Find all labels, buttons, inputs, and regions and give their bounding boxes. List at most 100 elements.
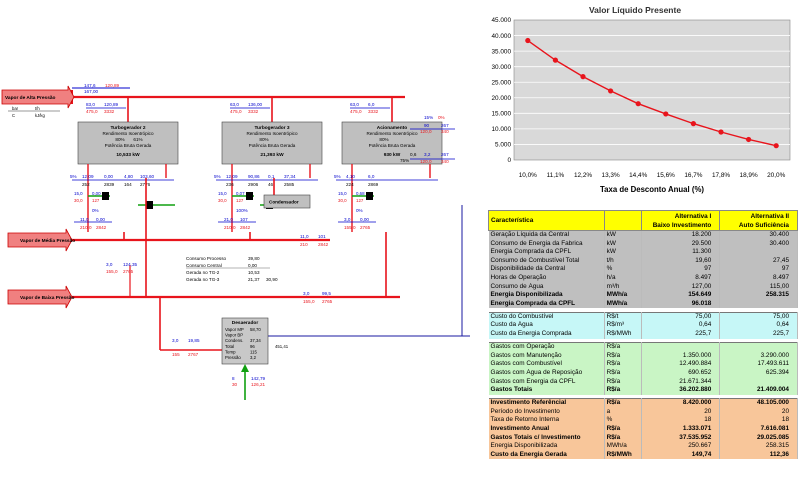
cell-c3 [719,299,798,309]
svg-text:0%: 0% [438,115,445,120]
cell-c1: % [604,416,643,425]
cell-c0: Custo da Energia Comprada [488,330,605,339]
cell-c2: 250.667 [641,442,721,451]
svg-text:15%: 15% [424,115,433,120]
npv-point[interactable] [635,101,641,107]
cell-c2: 11.300 [641,248,721,257]
medium-pressure-header[interactable] [7,228,73,252]
turbine-in2: 6,0 [368,102,375,107]
cell-c1: R$/MWh [604,330,643,339]
svg-text:2842: 2842 [96,225,107,230]
turbine-title: Turbogerador 2 [110,125,145,131]
cell-c3: 258.315 [719,442,798,451]
outlet-a: 5% [334,174,341,179]
cell-c2: 18.200 [641,229,721,240]
svg-text:0,00: 0,00 [92,191,101,196]
svg-text:30,0: 30,0 [218,198,227,203]
svg-text:30,0: 30,0 [74,198,83,203]
outlet-f: 236 [226,182,234,187]
condenser-box[interactable] [263,194,311,209]
outlet-b: 12,09 [82,174,94,179]
medium-right-a: 11,0 [300,234,309,239]
cell-c3: 8.497 [719,273,798,283]
turbine-line3: Potência Bruta Gerada [249,143,296,148]
low-pressure-header[interactable] [7,285,73,309]
cell-c1: t/h [604,256,643,266]
turbine-title: Turbogerador 3 [254,125,289,131]
x-tick-label: 14,4% [629,172,647,179]
npv-point[interactable] [746,136,752,143]
low-right-d: 2765 [322,299,333,304]
cell-c2 [641,342,721,352]
cell-c1: R$/a [604,351,643,361]
cell-c1: R$/a [604,360,643,369]
svg-text:2842: 2842 [240,225,251,230]
cell-c2: 127,00 [641,282,721,292]
x-tick-label: 15,6% [657,172,675,179]
turbine-line2a: 80% [259,137,268,142]
x-tick-label: 17,8% [712,172,730,179]
cell-c1: m³/h [604,282,643,292]
npv-point[interactable] [663,111,669,117]
turbine-in1: 83,0 [86,102,95,107]
cell-c0: Custo da Energia Gerada [488,450,605,460]
npv-point[interactable] [608,88,614,94]
cell-c0: Geração Líquida da Central [488,229,605,240]
valve-icon [366,192,373,200]
npv-point[interactable] [580,74,586,80]
cell-c0: Investimento Anual [488,424,605,434]
npv-point[interactable] [552,57,558,63]
low-pressure-label: Vapor de Baixa Pressão [20,295,74,301]
cell-c3: 21.409.004 [719,386,798,395]
cell-c3: 27,45 [719,256,798,266]
medium-pressure-label: Vapor de Média Pressão [20,238,75,244]
deaerator-in-a: 3,0 [172,338,179,343]
cell-c2: 36.202.880 [641,386,721,395]
right-misc: 15% 0% 90 267 120,0 340 75% 0,6 3,2 267 … [400,115,455,164]
deaerator-in-c: 155 [172,352,180,357]
outlet-a: 5% [70,174,77,179]
x-tick-label: 20,0% [767,172,785,179]
cell-c3: 30.400 [719,229,798,240]
turbine-power: 10,533 kW [116,152,140,158]
npv-point[interactable] [690,121,696,127]
outlet-b: 4,10 [346,174,355,179]
cell-c0: Investimento Referêncial [488,398,605,408]
deaerator-box[interactable] [221,317,269,365]
outlet-d: 4,80 [124,174,133,179]
cell-c1: R$/a [604,424,643,434]
cell-c2: 12.490.884 [641,360,721,369]
x-tick-label: 18,9% [740,172,758,179]
high-pressure-header[interactable] [1,85,75,109]
x-tick-label: 10,0% [519,172,537,179]
cell-c3: 97 [719,265,798,274]
turbine-title: Acionamento [377,125,407,131]
bottom-in-a: 8 [232,376,235,381]
top-inlet-v2: 167,00 [84,89,98,94]
y-tick-label: 10.000 [491,126,511,133]
outlet-e: 103,60 [140,174,154,179]
npv-point[interactable] [525,37,531,44]
deaerator-row-value: 115 [250,349,257,354]
summary-value: 21,37 [248,277,260,282]
cell-c3 [719,248,798,257]
cell-c3: 7.616.081 [719,424,798,434]
cell-c2: 1.350.000 [641,351,721,361]
turbine-line1: Rendimento Isoentrópico [102,131,154,136]
svg-text:C: C [12,113,15,118]
npv-point[interactable] [718,129,724,135]
cell-c1: MWh/a [604,291,643,300]
npv-point[interactable] [773,143,779,149]
